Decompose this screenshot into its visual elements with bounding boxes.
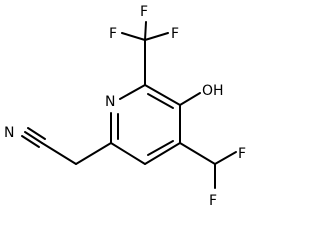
fluorine-label: F (171, 26, 179, 42)
ring-nitrogen-label: N (105, 94, 115, 110)
bond-cf3-f-right (144, 32, 169, 41)
bond-c4-c5-inner (147, 140, 174, 156)
nitrile-nitrogen-label: N (4, 125, 14, 141)
chemical-structure: F F F OH N N F F (4, 4, 246, 209)
bond-c2-c3-inner (147, 93, 174, 109)
bond-chf2-f-right (214, 151, 237, 165)
bond-ch2-cn (41, 142, 77, 165)
bond-c3-oh (179, 92, 201, 106)
bond-c2-c3 (144, 84, 181, 106)
bond-nitrile-3 (21, 135, 40, 148)
bond-nitrile-1 (24, 131, 43, 144)
fluorine-label: F (109, 26, 117, 42)
atom-label-layer: F F F OH N N F F (4, 4, 246, 209)
fluorine-label: F (140, 4, 148, 20)
bond-c4-chf2 (179, 142, 216, 165)
bond-layer (21, 21, 237, 189)
hydroxyl-label: OH (202, 83, 224, 99)
bond-cf3-f-left (121, 32, 146, 41)
bond-c4-c5 (144, 142, 181, 165)
bond-cf3-f-top (144, 21, 147, 41)
bond-c6-ch2 (75, 142, 112, 165)
bond-n1-c2 (119, 84, 146, 100)
fluorine-label: F (209, 193, 217, 209)
bond-c5-c6 (110, 142, 146, 165)
bond-nitrile-2 (27, 127, 46, 140)
fluorine-label: F (238, 146, 246, 162)
